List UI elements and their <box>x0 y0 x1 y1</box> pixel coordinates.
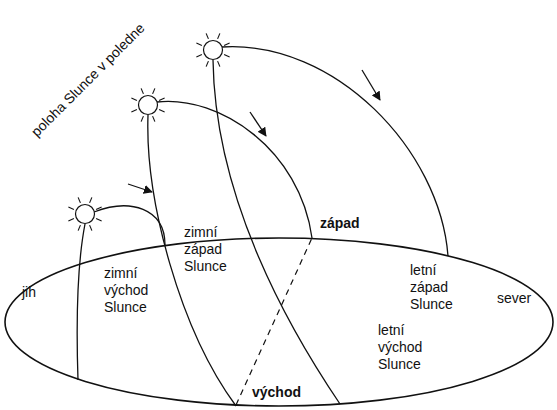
direction-label: západ <box>320 215 360 232</box>
sun-ray <box>131 98 137 100</box>
sun-ray <box>96 207 102 209</box>
sun-ray <box>159 98 165 100</box>
sun-ray <box>218 61 220 67</box>
direction-arrow <box>128 184 152 192</box>
direction-arrow <box>250 112 266 136</box>
sun-ray <box>90 225 92 231</box>
winter-rise-path <box>77 224 85 380</box>
sun-ray <box>153 88 155 94</box>
sun-ray <box>153 116 155 122</box>
sun-ray <box>131 110 137 112</box>
sun-disc <box>204 41 223 60</box>
equinox-set-path <box>157 101 312 238</box>
sun-ray <box>96 219 102 221</box>
east-west-line <box>236 238 312 405</box>
summer-rise-path <box>213 60 340 404</box>
sun-ray <box>68 219 74 221</box>
sunset-label: letní západ Slunce <box>410 262 453 312</box>
sun-ray <box>141 88 143 94</box>
sunset-label: zimní západ Slunce <box>184 224 227 274</box>
sun-disc <box>76 205 95 224</box>
sun-ray <box>68 207 74 209</box>
equinox-rise-path <box>148 115 236 406</box>
sun-symbol <box>196 33 229 66</box>
direction-label: sever <box>497 290 531 307</box>
sun-disc <box>139 96 158 115</box>
direction-arrow <box>362 70 380 100</box>
sun-ray <box>78 225 80 231</box>
sun-symbol <box>131 88 164 121</box>
summer-set-path <box>222 47 448 256</box>
horizon-ellipse <box>5 238 553 406</box>
sunrise-label: letní východ Slunce <box>378 322 422 372</box>
sun-symbol <box>68 197 101 230</box>
sun-ray <box>206 61 208 67</box>
sun-ray <box>224 43 230 45</box>
sun-ray <box>196 55 202 57</box>
winter-set-path <box>94 206 165 245</box>
sun-ray <box>206 33 208 39</box>
sunrise-label: zimní východ Slunce <box>104 265 148 315</box>
sun-ray <box>224 55 230 57</box>
sun-ray <box>90 197 92 203</box>
sun-ray <box>218 33 220 39</box>
caption-label: poloha Slunce v poledne <box>28 20 148 140</box>
sun-ray <box>196 43 202 45</box>
direction-label: jih <box>22 284 36 301</box>
sun-ray <box>159 110 165 112</box>
direction-label: východ <box>252 384 301 401</box>
sun-ray <box>141 116 143 122</box>
sun-ray <box>78 197 80 203</box>
